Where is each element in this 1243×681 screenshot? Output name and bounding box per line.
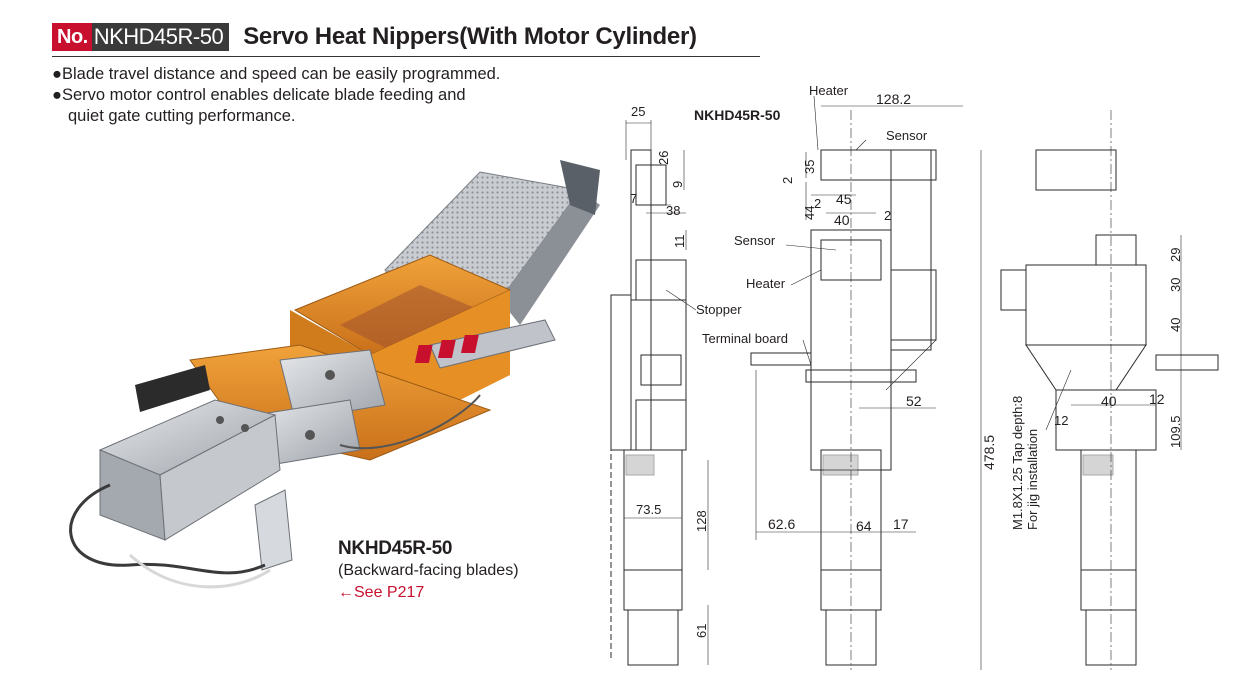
callout-heater-mid: Heater bbox=[746, 276, 786, 291]
page-header: No. NKHD45R-50 Servo Heat Nippers(With M… bbox=[52, 22, 697, 52]
dim-478-5: 478.5 bbox=[981, 435, 997, 470]
dim-35: 35 bbox=[802, 160, 817, 174]
dim-40-rear: 40 bbox=[1168, 318, 1183, 332]
dim-25: 25 bbox=[631, 104, 645, 119]
dim-2-mid: 2 bbox=[814, 196, 821, 211]
tap-note-line1: M1.8X1.25 Tap depth:8 bbox=[1010, 396, 1025, 530]
dim-64: 64 bbox=[856, 518, 872, 534]
callout-sensor-mid: Sensor bbox=[734, 233, 776, 248]
dim-12-left: 12 bbox=[1054, 413, 1068, 428]
feature-item: ●Servo motor control enables delicate bl… bbox=[52, 86, 466, 104]
dim-12-right: 12 bbox=[1149, 391, 1165, 407]
dim-128: 128 bbox=[694, 510, 709, 532]
dim-40-front: 40 bbox=[834, 212, 850, 228]
photo-caption: NKHD45R-50 (Backward-facing blades) ←See… bbox=[338, 538, 519, 602]
tap-note-line2: For jig installation bbox=[1025, 429, 1040, 530]
dim-128-2: 128.2 bbox=[876, 91, 911, 107]
dim-11: 11 bbox=[672, 235, 687, 249]
rear-view bbox=[1000, 110, 1219, 670]
side-view bbox=[610, 120, 709, 666]
drawing-model-label: NKHD45R-50 bbox=[694, 107, 781, 123]
no-badge: No. bbox=[52, 23, 92, 51]
front-view bbox=[665, 95, 982, 670]
dim-9: 9 bbox=[670, 181, 685, 188]
dim-38: 38 bbox=[666, 203, 680, 218]
dim-109-5: 109.5 bbox=[1168, 415, 1183, 448]
model-badge: NKHD45R-50 bbox=[91, 23, 230, 51]
feature-list: ●Blade travel distance and speed can be … bbox=[52, 64, 500, 127]
dim-44: 44 bbox=[802, 206, 817, 220]
title-divider bbox=[52, 56, 760, 57]
dim-61: 61 bbox=[694, 624, 709, 638]
dim-30: 30 bbox=[1168, 278, 1183, 292]
page-title: Servo Heat Nippers(With Motor Cylinder) bbox=[243, 23, 697, 50]
dim-7: 7 bbox=[630, 191, 637, 206]
dim-45: 45 bbox=[836, 191, 852, 207]
caption-subtitle: (Backward-facing blades) bbox=[338, 562, 519, 579]
dim-2-left: 2 bbox=[780, 177, 795, 184]
callout-heater-top: Heater bbox=[809, 83, 849, 98]
callout-terminal-board: Terminal board bbox=[702, 331, 788, 346]
dim-2-right: 2 bbox=[884, 208, 891, 223]
dim-40-bottom: 40 bbox=[1101, 393, 1117, 409]
product-photo bbox=[69, 160, 600, 589]
callout-sensor-top: Sensor bbox=[886, 128, 928, 143]
dim-29: 29 bbox=[1168, 248, 1183, 262]
feature-item-continued: quiet gate cutting performance. bbox=[68, 107, 296, 125]
technical-drawing: Heater Sensor Sensor Heater Stopper Term… bbox=[610, 83, 1219, 670]
caption-model: NKHD45R-50 bbox=[338, 538, 453, 559]
see-page-link[interactable]: ←See P217 bbox=[338, 584, 425, 601]
dim-52: 52 bbox=[906, 393, 922, 409]
callout-stopper: Stopper bbox=[696, 302, 742, 317]
dim-73-5: 73.5 bbox=[636, 502, 661, 517]
dim-17: 17 bbox=[893, 516, 909, 532]
dim-62-6: 62.6 bbox=[768, 516, 795, 532]
dim-26: 26 bbox=[656, 151, 671, 165]
feature-item: ●Blade travel distance and speed can be … bbox=[52, 65, 501, 83]
